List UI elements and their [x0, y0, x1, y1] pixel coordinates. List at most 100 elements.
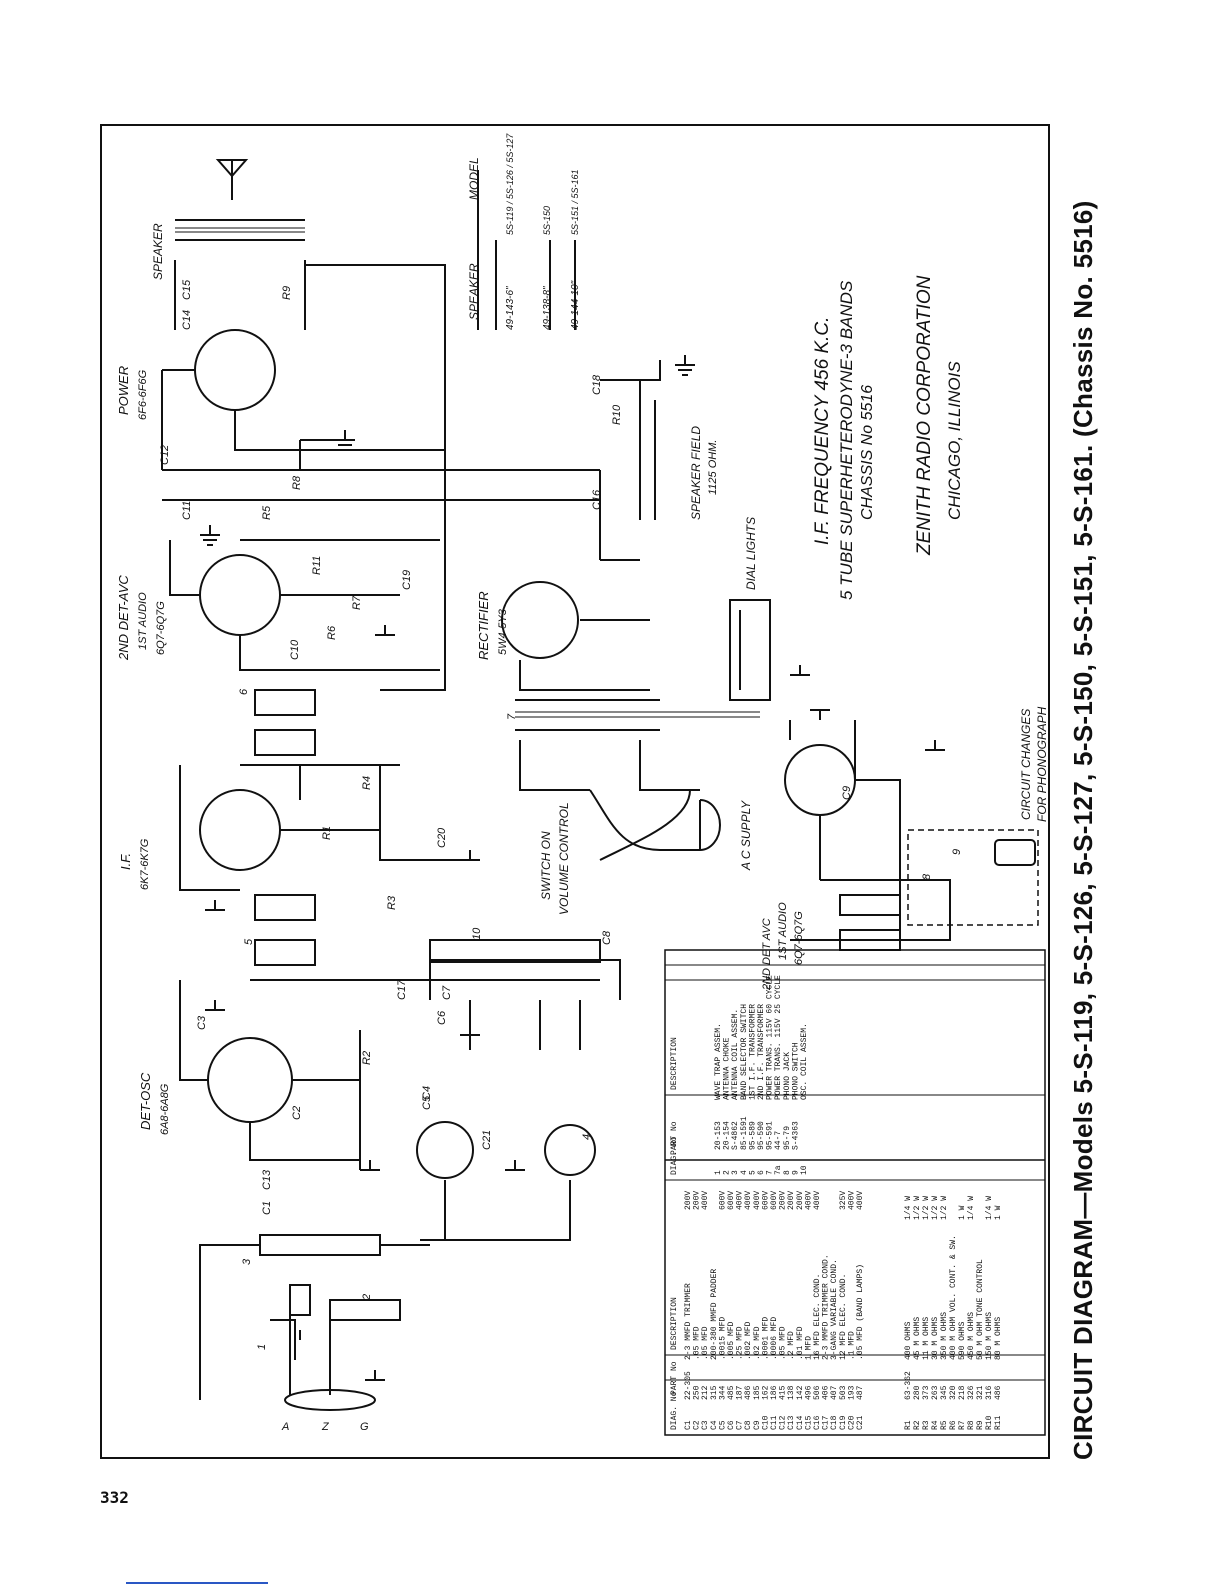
label-ac-supply: A C SUPPLY [739, 800, 753, 871]
parts-cap-part: 503 [839, 1385, 848, 1400]
parts-cap-part: 212 [701, 1385, 710, 1400]
page-number: 332 [100, 1488, 129, 1507]
parts-cap-part: 142 [796, 1385, 805, 1400]
label-chassis: CHASSIS No 5516 [859, 385, 876, 520]
parts-cap-desc: .0015 MFD [718, 1317, 727, 1360]
label-chicago: CHICAGO, ILLINOIS [945, 361, 964, 520]
parts-coil-desc: PHONO SWITCH [791, 1042, 800, 1100]
parts-cap-diag: C10 [761, 1415, 770, 1430]
parts-res-watt: 1/2 W [913, 1196, 922, 1220]
label-terminal-a: A [281, 1421, 289, 1433]
parts-coil-part: 95-591 [766, 1121, 775, 1150]
parts-res-diag: R7 [958, 1420, 967, 1430]
parts-header-desc-2: DESCRIPTION [670, 1037, 679, 1090]
parts-cap-diag: C16 [813, 1415, 822, 1430]
parts-cap-desc: .0006 MFD [770, 1317, 779, 1360]
parts-cap-desc: 2-3 MMFD TRIMMER COND. [822, 1254, 831, 1360]
component-label-10: 10 [471, 927, 483, 940]
parts-cap-diag: C14 [796, 1415, 805, 1430]
component-label-c1: C1 [261, 1201, 273, 1215]
component-label-c8: C8 [601, 930, 613, 945]
component-label-7: 7 [506, 713, 518, 720]
parts-cap-diag: C21 [856, 1415, 865, 1430]
component-label-r10: R10 [611, 404, 623, 425]
parts-cap-volt: 200V [779, 1191, 788, 1210]
diagram-border [100, 124, 1050, 1459]
parts-cap-desc: .002 MFD [744, 1321, 753, 1360]
speaker-model-header-speaker: SPEAKER [467, 263, 481, 320]
component-label-c17: C17 [396, 979, 408, 1000]
label-terminal-g: G [360, 1421, 369, 1433]
parts-coil-diag: 8 [783, 1170, 792, 1175]
label-power-type: 6F6-6F6G [137, 369, 149, 420]
parts-cap-volt: 400V [804, 1191, 813, 1210]
parts-res-watt: 1/2 W [940, 1196, 949, 1220]
speaker-model-row-3-model: 5S-151 / 5S-161 [570, 169, 580, 235]
component-label-2: 2 [361, 1294, 373, 1301]
component-label-c2: C2 [291, 1106, 303, 1120]
component-label-c10: C10 [289, 639, 301, 660]
parts-res-diag: R2 [913, 1420, 922, 1430]
label-2nd-det-type: 6Q7-6Q7G [155, 601, 167, 655]
parts-res-diag: R10 [985, 1415, 994, 1430]
parts-coil-part: 95-590 [757, 1121, 766, 1150]
parts-cap-diag: C4 [710, 1420, 719, 1430]
component-label-r6: R6 [326, 625, 338, 640]
label-if-type: 6K7-6K7G [139, 838, 151, 890]
parts-coil-diag: 4 [740, 1170, 749, 1175]
parts-coil-diag: 9 [791, 1170, 800, 1175]
parts-header-desc: DESCRIPTION [670, 1297, 679, 1350]
component-label-6: 6 [238, 688, 250, 695]
parts-cap-desc: .2 MFD [787, 1331, 796, 1360]
parts-cap-diag: C19 [839, 1415, 848, 1430]
parts-res-desc: 30 M OHMS [931, 1317, 940, 1360]
component-label-c12: C12 [159, 445, 171, 465]
parts-res-part: 373 [922, 1385, 931, 1400]
parts-header-part: PART No [670, 1361, 679, 1395]
parts-cap-desc: .01 MFD [796, 1326, 805, 1360]
parts-cap-part: 315 [710, 1385, 719, 1400]
parts-res-part: 345 [940, 1385, 949, 1400]
component-label-r3: R3 [386, 895, 398, 910]
parts-res-watt: 1/4 W [967, 1196, 976, 1220]
parts-res-part: 218 [958, 1385, 967, 1400]
parts-coil-desc: 2ND I.F. TRANSFORMER [757, 1004, 766, 1100]
parts-cap-part: 485 [727, 1385, 736, 1400]
parts-coil-diag: 7 [766, 1170, 775, 1175]
parts-cap-part: 185 [753, 1385, 762, 1400]
label-superheterodyne: 5 TUBE SUPERHETERODYNE-3 BANDS [837, 280, 856, 600]
parts-cap-part: 344 [718, 1385, 727, 1400]
tube-labels: DET-OSC 6A8-6A8G I.F. 6K7-6K7G 2ND DET-A… [116, 223, 805, 1135]
speaker-model-header-model: MODEL [467, 157, 481, 200]
parts-cap-part: 193 [847, 1385, 856, 1400]
component-label-c20: C20 [436, 827, 448, 848]
parts-res-desc: 50 M OHM TONE CONTROL [976, 1259, 985, 1360]
component-label-c13: C13 [261, 1169, 273, 1190]
parts-coil-part: 95-589 [748, 1121, 757, 1150]
parts-cap-volt: 400V [744, 1191, 753, 1210]
parts-cap-volt: 400V [813, 1191, 822, 1210]
parts-coil-part: S-4862 [731, 1121, 740, 1150]
parts-cap-desc: 12 MFD ELEC. COND. [839, 1274, 848, 1360]
parts-header-part-2: PART No [670, 1121, 679, 1155]
speaker-model-table: SPEAKER MODEL 49-143-6" 5S-119 / 5S-126 … [467, 133, 581, 330]
label-speaker-field: SPEAKER FIELD [689, 426, 703, 520]
speaker-model-row-2-speaker: 49-138-8" [542, 286, 553, 330]
label-if-frequency: I.F. FREQUENCY 456 K.C. [812, 317, 833, 545]
component-label-4: 4 [581, 1134, 593, 1140]
label-det-osc: DET-OSC [138, 1072, 153, 1130]
component-label-r8: R8 [291, 475, 303, 490]
speaker-model-row-3-speaker: 49-144-10" [570, 280, 581, 330]
label-zenith: ZENITH RADIO CORPORATION [914, 275, 935, 556]
parts-coil-desc: ANTENNA COIL ASSEM. [731, 1009, 740, 1100]
parts-coil-desc: PHONO JACK [783, 1052, 792, 1100]
parts-coil-part: 85-1591 [740, 1116, 749, 1150]
parts-res-watt: 1/2 W [922, 1196, 931, 1220]
component-label-c5: C5 [421, 1095, 433, 1110]
parts-cap-part: 162 [761, 1385, 770, 1400]
parts-cap-part: 486 [744, 1385, 753, 1400]
parts-cap-volt: 600V [761, 1191, 770, 1210]
parts-res-desc: 45 M OHMS [913, 1317, 922, 1360]
component-label-c15: C15 [181, 279, 193, 300]
